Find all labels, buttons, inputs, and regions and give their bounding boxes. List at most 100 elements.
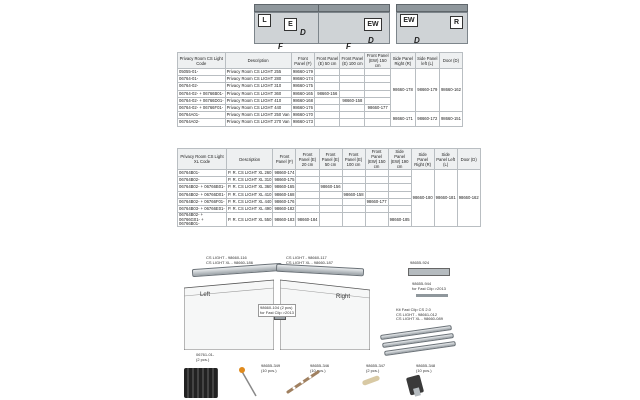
label-EW: EW <box>364 18 382 31</box>
empty-cell <box>364 82 391 91</box>
empty-cell <box>364 183 389 192</box>
description-cell: P. R. CS LIGHT XL 490 <box>225 204 274 214</box>
label-L: L <box>258 14 271 27</box>
empty-cell <box>339 67 366 77</box>
header-cell: Front Panel (E) 50 cm <box>314 52 341 69</box>
awning-diagram-3: EW R D <box>384 4 484 54</box>
code-cell: 06764-01- <box>177 75 226 84</box>
door-cell: 98660-162 <box>438 67 464 113</box>
value-cell: 98660-158 <box>339 96 366 105</box>
header-cell: Door (D) <box>456 148 481 170</box>
value-cell: 98660-168 <box>272 190 297 199</box>
label-R: R <box>450 16 463 29</box>
value-cell: 98660-165 <box>290 89 316 98</box>
code-cell: 06764-02- + 06766F01- <box>177 103 226 113</box>
description-cell: P. R. CS LIGHT XL 410 <box>225 190 274 199</box>
awning-roof <box>318 4 390 12</box>
center-clip-label: 98660-104 (2 pcs) for Fast Clip >2013 <box>258 304 296 318</box>
table-row: 06764-02- + 06766F01- Privacy Room CS LI… <box>177 103 463 113</box>
left-label: Left <box>200 292 211 298</box>
label-E: E <box>284 18 297 31</box>
empty-cell <box>387 183 412 192</box>
header-cell: Privacy Room CS Light XL Code <box>177 148 227 170</box>
empty-cell <box>314 111 341 120</box>
empty-cell <box>295 168 320 178</box>
table-row: 06764B03- + 06766E01- P. R. CS LIGHT XL … <box>177 204 481 214</box>
code-cell: 06764B02- + 06766F01- <box>177 197 227 206</box>
header-cell: Side Panel (EW) 190 cm <box>387 148 412 170</box>
empty-cell <box>387 168 412 178</box>
rail-right <box>275 263 365 277</box>
value-cell: 98660-156 <box>314 89 341 98</box>
empty-cell <box>364 204 389 214</box>
table-row: 06764B02- + 06766G01- + 06766B01- P. R. … <box>177 212 481 228</box>
empty-cell <box>341 176 366 185</box>
empty-cell <box>339 89 366 98</box>
rail-left-label: CS LIGHT - 98660-116 CS LIGHT XL - 98660… <box>206 255 253 265</box>
empty-cell <box>318 212 343 228</box>
header-cell: Privacy Room CS Light Code <box>177 52 226 69</box>
toggle-icon <box>361 375 381 386</box>
value-cell: 98660-174 <box>290 75 316 84</box>
value-cell: 98660-175 <box>272 176 297 185</box>
description-cell: P. R. CS LIGHT XL 440 <box>225 197 274 206</box>
label-F: F <box>278 42 283 51</box>
label-D: D <box>414 36 420 45</box>
empty-cell <box>318 168 343 178</box>
side-left-cell: 98660-181 <box>433 168 458 228</box>
table-row: 06764B01- P. R. CS LIGHT XL 260 98660-17… <box>177 168 481 228</box>
label-D: D <box>300 28 306 37</box>
value-cell: 98660-176 <box>272 197 297 206</box>
parts-diagram: CS LIGHT - 98660-116 CS LIGHT XL - 98660… <box>176 252 466 400</box>
item-label-4: 98655-347 (2 pcs.) <box>366 363 386 373</box>
description-cell: P. R. CS LIGHT XL 360 <box>225 183 274 192</box>
empty-cell <box>341 197 366 206</box>
empty-cell <box>314 118 341 127</box>
label-D: D <box>368 36 374 45</box>
empty-cell <box>364 212 389 228</box>
empty-cell <box>295 190 320 199</box>
description-cell: Privacy Room CS LIGHT 255 <box>224 67 292 77</box>
code-cell: 06764B02- + 06766B01- <box>177 183 227 192</box>
code-cell: 06764B02- <box>177 176 227 185</box>
empty-cell <box>364 96 391 105</box>
header-cell: Description <box>224 52 292 69</box>
empty-cell <box>318 176 343 185</box>
empty-cell <box>314 67 341 77</box>
clip-mid-label: 98655-944 for Fast Clip >2013 <box>412 281 446 291</box>
empty-cell <box>295 197 320 206</box>
right-label: Right <box>336 294 351 300</box>
empty-cell <box>295 183 320 192</box>
code-cell: 06764-02- + 06766B01- <box>177 89 226 98</box>
privacy-room-table: Privacy Room CS Light Code Description F… <box>177 52 464 127</box>
clip-mid <box>416 294 448 297</box>
description-cell: Privacy Room CS LIGHT 360 <box>224 89 292 98</box>
description-cell: P. R. CS LIGHT XL 260 <box>225 168 274 178</box>
header-cell: Side Panel Right (R) <box>389 52 416 69</box>
empty-cell <box>364 67 391 77</box>
table-header: Privacy Room CS Light Code Description F… <box>177 52 464 69</box>
code-cell: 06764B02- + 06766G01- + 06766B01- <box>177 212 227 228</box>
value-cell: 98660-156 <box>318 183 343 192</box>
value-cell: 98660-183 <box>272 212 297 228</box>
table-row: 06764A01- Privacy Room CS LIGHT 250 Van … <box>177 111 464 127</box>
empty-cell <box>314 96 341 105</box>
header-cell: Front Panel (EW) 150 cm <box>364 148 389 170</box>
empty-cell <box>387 204 412 214</box>
header-cell: Side Panel left (L) <box>414 52 440 69</box>
header-cell: Front Panel (F) <box>272 148 297 170</box>
item-label-5: 98655-348 (10 pcs.) <box>416 363 436 373</box>
value-cell: 98660-165 <box>272 183 297 192</box>
empty-cell <box>364 190 389 199</box>
side-left-cell: 98660-179 <box>414 67 440 113</box>
value-cell: 98660-176 <box>290 103 316 113</box>
empty-cell <box>341 168 366 178</box>
table-row: 05055-01- Privacy Room CS LIGHT 255 9866… <box>177 67 464 113</box>
fabric-roll-icon <box>184 368 218 398</box>
code-cell: 05055-01- <box>177 67 226 77</box>
item-label-2: 98655-349 (10 pcs.) <box>261 363 281 373</box>
code-cell: 06764A02- <box>177 118 226 127</box>
side-right-cell: 98660-171 <box>389 111 416 127</box>
empty-cell <box>295 204 320 214</box>
empty-cell <box>341 212 366 228</box>
